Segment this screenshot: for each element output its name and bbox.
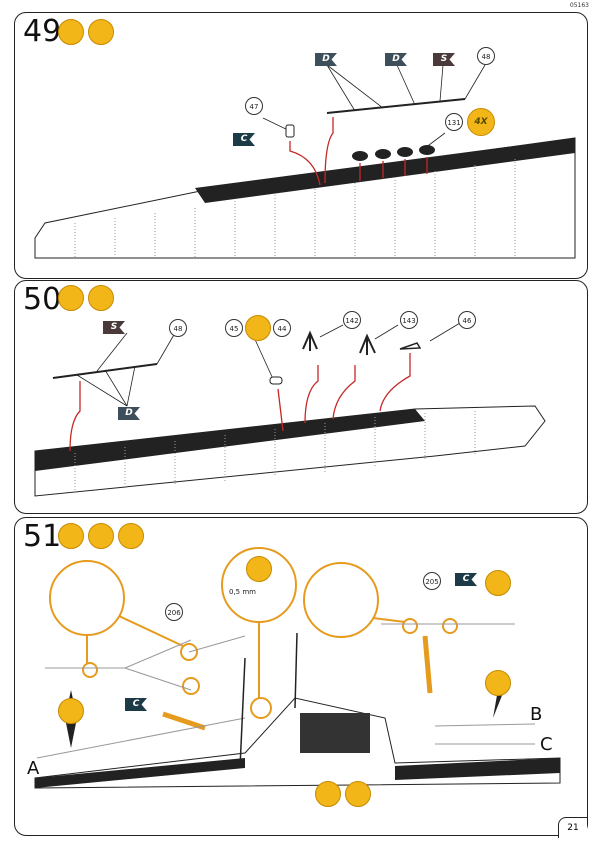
quantity-badge: 4X [467,108,495,136]
page-number: 21 [558,817,587,838]
step-50-panel: 50 S D 48 45 [14,280,588,514]
step-50-drawing [34,322,546,497]
color-flag-s: S [433,53,455,66]
color-flag-d: D [385,53,407,66]
color-flag-c: C [233,133,255,146]
step-number: 49 [23,14,62,49]
thread-icon [58,698,84,724]
brush-paint-icon [88,19,114,45]
part-callout-48: 48 [169,319,187,337]
part-callout-131: 131 [445,113,463,131]
color-flag-s: S [103,321,125,334]
mirror-part-icon [245,315,271,341]
thread-icon [485,570,511,596]
line-label-a: A [27,758,40,779]
paint-drip-icon [58,19,84,45]
paint-drip-icon [58,285,84,311]
part-callout-46: 46 [458,311,476,329]
thread-icon [315,781,341,807]
line-label-b: B [530,704,543,725]
part-callout-206: 206 [165,603,183,621]
kit-code: 05163 [569,2,589,9]
mirror-part-icon [345,781,371,807]
drill-icon [246,556,272,582]
step-51-drawing [34,547,561,789]
part-callout-205: 205 [423,572,441,590]
part-callout-48: 48 [477,47,495,65]
brush-paint-icon [88,285,114,311]
step-51-panel: 51 206 205 C C 0 [14,517,588,836]
thread-icon [485,670,511,696]
line-label-c: C [540,734,553,755]
step-number: 51 [23,519,62,554]
part-callout-45: 45 [225,319,243,337]
brush-paint-icon [118,523,144,549]
step-49-drawing [34,64,576,259]
color-flag-d: D [118,407,140,420]
glue-icon [58,523,84,549]
step-49-panel: 49 47 48 [14,12,588,279]
part-callout-44: 44 [273,319,291,337]
color-flag-c: C [125,698,147,711]
drill-size-label: 0,5 mm [229,588,256,596]
thread-icon [88,523,114,549]
part-callout-47: 47 [245,97,263,115]
part-callout-142: 142 [343,311,361,329]
color-flag-c: C [455,573,477,586]
color-flag-d: D [315,53,337,66]
part-callout-143: 143 [400,311,418,329]
step-number: 50 [23,282,62,317]
